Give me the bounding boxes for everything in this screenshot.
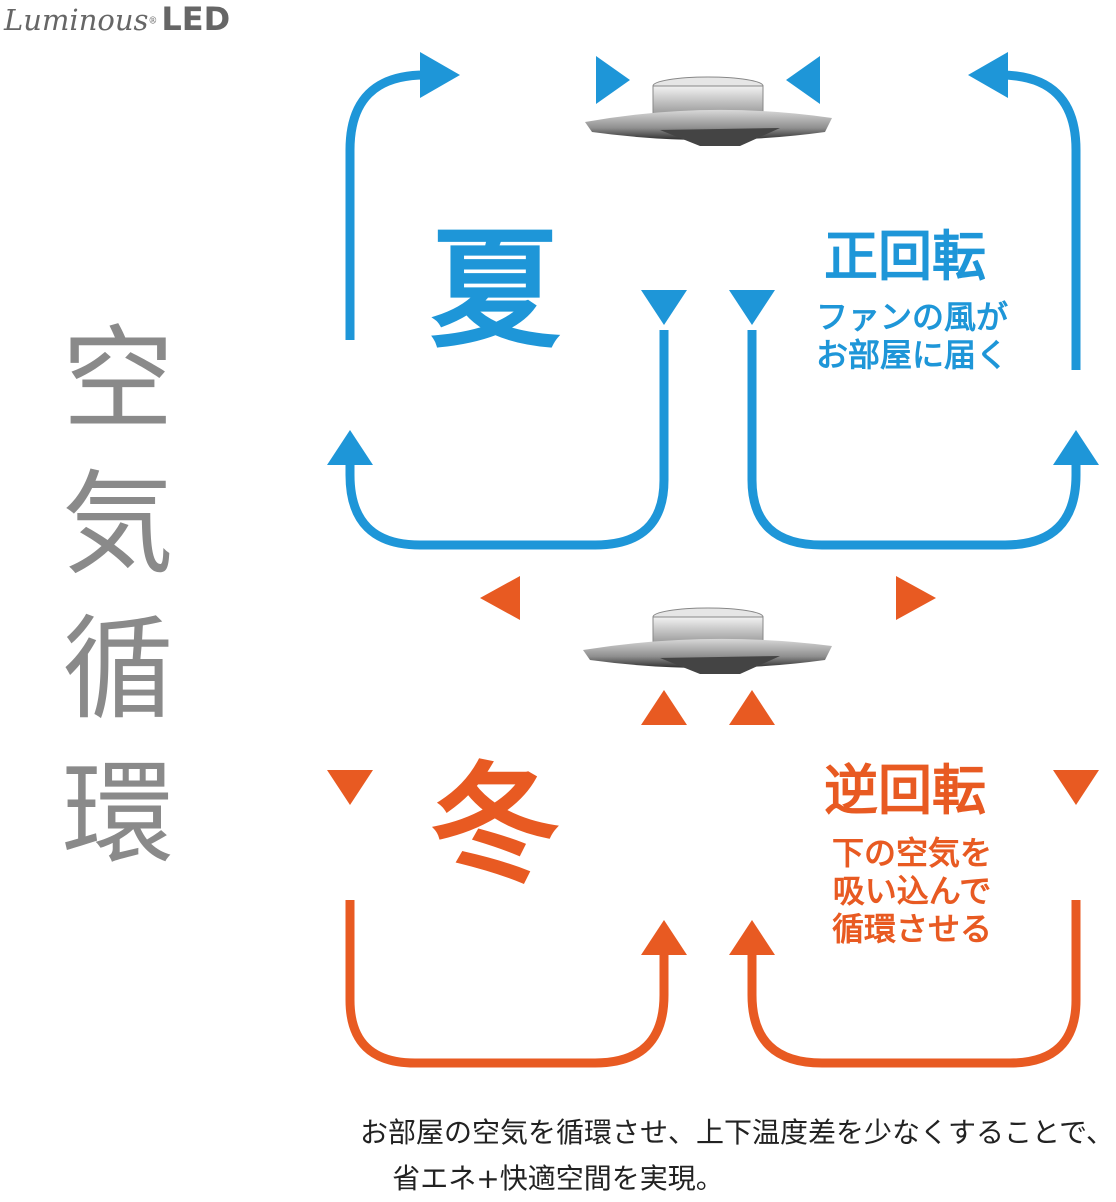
winter-arrowheads — [327, 576, 1099, 955]
brand-suffix: LED — [161, 0, 231, 38]
arrowhead-icon — [420, 52, 460, 98]
winter-desc-line: 下の空気を — [831, 834, 992, 872]
arrowhead-icon — [1053, 430, 1099, 465]
winter-airflow — [345, 593, 1081, 1068]
arrowhead-icon — [968, 52, 1008, 98]
title-char: 気 — [62, 460, 174, 590]
summer-airflow — [345, 70, 1081, 550]
summer-label: 夏 — [430, 214, 561, 366]
title-char: 循 — [62, 605, 174, 735]
summer-description: ファンの風が お部屋に届く — [812, 298, 1012, 374]
arrowhead-icon — [1053, 770, 1099, 805]
caption-line-1: お部屋の空気を循環させ、上下温度差を少なくすることで、 — [359, 1116, 1114, 1149]
winter-description: 下の空気を 吸い込んで 循環させる — [812, 834, 1012, 948]
arrowhead-icon — [327, 430, 373, 465]
summer-arrowheads — [327, 52, 1099, 465]
summer-desc-line: お部屋に届く — [815, 336, 1008, 374]
winter-ceiling-fan — [583, 607, 832, 674]
winter-right-bottom-curve — [747, 900, 1081, 1068]
title-char: 環 — [62, 750, 174, 880]
arrowhead-icon — [729, 290, 775, 325]
title-char: 空 — [62, 315, 174, 445]
arrowhead-icon — [641, 920, 687, 955]
registered-mark: ® — [148, 16, 158, 27]
winter-left-bottom-curve — [345, 900, 669, 1068]
summer-right-top-curve — [985, 70, 1081, 370]
arrowhead-icon — [480, 576, 520, 620]
winter-rotation: 逆回転 — [824, 759, 986, 822]
winter-desc-line: 吸い込んで — [832, 872, 992, 910]
arrowhead-icon — [641, 290, 687, 325]
brand-name: Luminous — [4, 3, 149, 37]
winter-label: 冬 — [430, 749, 561, 901]
airflow-diagram — [327, 52, 1099, 1068]
caption-line-2: 省エネ+快適空間を実現。 — [392, 1162, 724, 1195]
arrowhead-icon — [729, 920, 775, 955]
vertical-title: 空 気 循 環 — [48, 308, 188, 888]
arrowhead-icon — [729, 690, 775, 725]
arrowhead-icon — [896, 576, 936, 620]
brand-logo: Luminous®LED — [4, 0, 230, 42]
summer-left-top-curve — [345, 70, 445, 340]
summer-right-bottom-curve — [747, 330, 1081, 550]
arrowhead-icon — [327, 770, 373, 805]
arrowhead-icon — [786, 56, 820, 104]
summer-desc-line: ファンの風が — [815, 298, 1008, 336]
summer-rotation: 正回転 — [824, 225, 986, 288]
summer-ceiling-fan — [585, 76, 832, 146]
winter-desc-line: 循環させる — [831, 910, 992, 948]
arrowhead-icon — [641, 690, 687, 725]
summer-left-bottom-curve — [345, 330, 669, 550]
arrowhead-icon — [596, 56, 630, 104]
